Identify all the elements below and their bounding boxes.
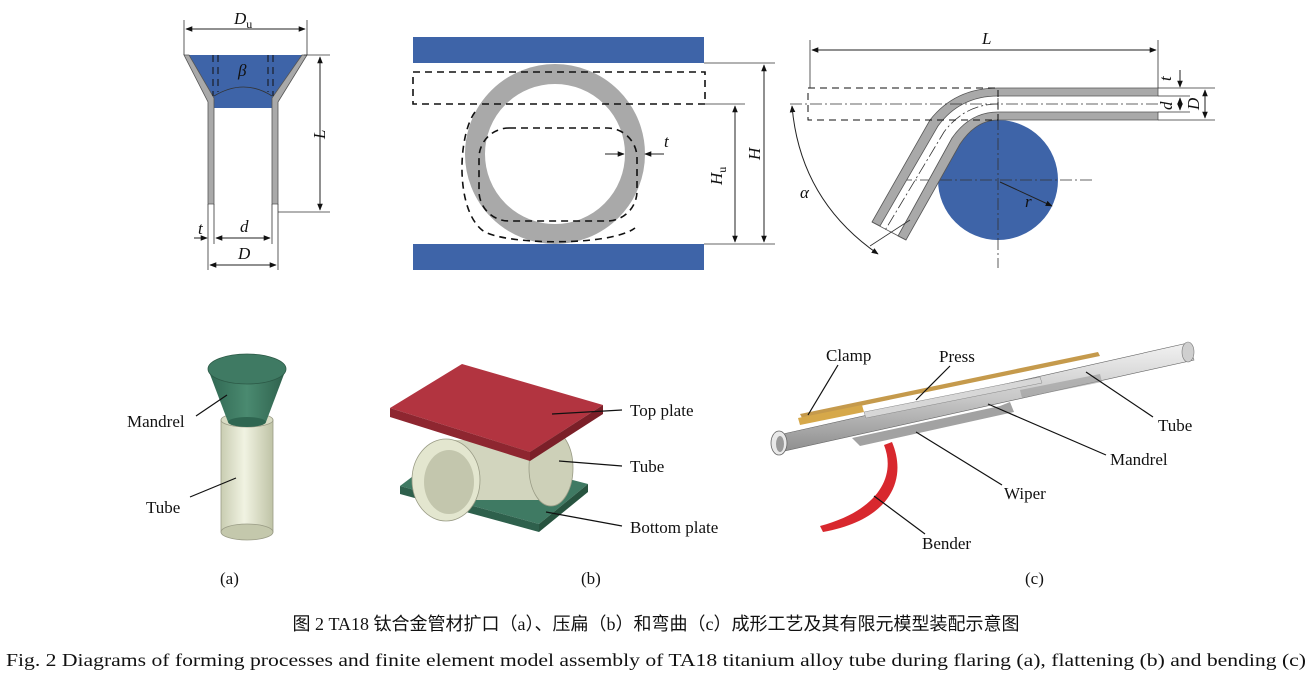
dim-alpha-label: α	[800, 183, 810, 202]
bottom-die-plate	[413, 244, 704, 270]
straight-tube-outline	[807, 87, 999, 121]
label-tube-b: Tube	[630, 457, 664, 476]
dim-t-label-c: t	[1156, 75, 1175, 81]
dim-l-label-c: L	[981, 29, 991, 48]
label-press: Press	[939, 347, 975, 366]
panel-label-a: (a)	[220, 569, 239, 588]
label-bender: Bender	[922, 534, 971, 553]
label-clamp: Clamp	[826, 346, 871, 365]
dim-d-large-label-c: D	[1184, 97, 1203, 111]
label-wiper: Wiper	[1004, 484, 1046, 503]
panel-c-schematic: r L t d D α	[789, 29, 1215, 268]
flattened-inner-outline	[478, 127, 638, 222]
caption-chinese: 图 2 TA18 钛合金管材扩口（a）、压扁（b）和弯曲（c）成形工艺及其有限元…	[292, 614, 1019, 634]
caption-english: Fig. 2 Diagrams of forming processes and…	[6, 650, 1306, 671]
dim-h-label: H	[745, 146, 764, 161]
top-plate-model	[390, 364, 603, 452]
dim-d-small-label: d	[240, 217, 249, 236]
dim-d-small-label-c: d	[1157, 101, 1176, 110]
dim-t-label-a: t	[198, 219, 204, 238]
label-tube-a: Tube	[146, 498, 180, 517]
flattened-plate-outline	[412, 71, 706, 105]
panel-b-schematic: t Hu H	[412, 37, 775, 270]
label-tube-c: Tube	[1158, 416, 1192, 435]
bender-model	[820, 442, 898, 532]
dim-t-label-b: t	[664, 132, 670, 151]
clamp-strip	[800, 352, 1100, 418]
panel-label-b: (b)	[581, 569, 601, 588]
dim-beta-label: β	[237, 61, 247, 80]
tube-cross-section	[465, 64, 645, 244]
label-mandrel-a: Mandrel	[127, 412, 185, 431]
wiper-slot	[852, 402, 1014, 446]
panel-b-model: Top plate Tube Bottom plate	[390, 364, 718, 537]
tube-model-a	[220, 419, 274, 533]
label-top-plate: Top plate	[630, 401, 693, 420]
dim-du-label: Du	[233, 9, 252, 31]
dim-l-label: L	[310, 130, 329, 140]
angle-arc-alpha	[789, 105, 879, 255]
dim-hu-label: Hu	[707, 167, 729, 186]
panel-a-model: Mandrel Tube	[127, 353, 287, 541]
top-die-plate	[413, 37, 704, 63]
dim-d-large-label: D	[237, 244, 251, 263]
panel-c-model: Clamp Press Tube Mandrel Wiper Bender	[770, 341, 1195, 553]
panel-label-c: (c)	[1025, 569, 1044, 588]
dim-r-label: r	[1025, 192, 1032, 211]
panel-a-schematic: Du β L d t D	[183, 9, 330, 270]
label-bottom-plate: Bottom plate	[630, 518, 718, 537]
label-mandrel-c: Mandrel	[1110, 450, 1168, 469]
